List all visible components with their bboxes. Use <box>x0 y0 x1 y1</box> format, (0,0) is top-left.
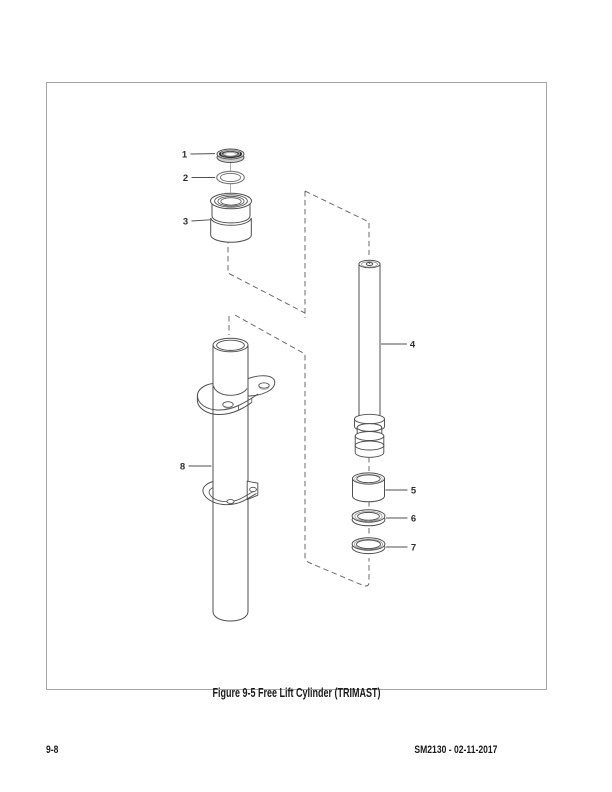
figure-border: 1 2 3 4 5 6 7 8 <box>46 82 547 690</box>
part-label-5: 5 <box>411 485 417 496</box>
dashed-assembly-lines <box>227 190 370 587</box>
part-label-2: 2 <box>183 173 188 184</box>
exploded-view-diagram: 1 2 3 4 5 6 7 8 <box>180 148 417 622</box>
part-label-3: 3 <box>183 216 188 227</box>
figure-caption: Figure 9-5 Free Lift Cylinder (TRIMAST) <box>212 686 381 700</box>
part-5-shape <box>352 472 385 503</box>
part-8-shape <box>196 337 276 622</box>
part-1-shape <box>216 148 245 163</box>
part-number-labels: 1 2 3 4 5 6 7 8 <box>180 149 417 553</box>
part-7-shape <box>351 537 386 555</box>
part-label-4: 4 <box>410 339 416 350</box>
part-6-shape <box>351 509 386 527</box>
part-4-shape <box>354 259 385 458</box>
part-label-8: 8 <box>180 461 185 472</box>
part-3-shape <box>210 192 252 243</box>
leader-lines <box>188 153 408 548</box>
part-2-shape <box>216 170 245 185</box>
footer-page-number: 9-8 <box>46 744 59 756</box>
footer-doc-reference: SM2130 - 02-11-2017 <box>413 744 497 756</box>
part-label-6: 6 <box>411 513 416 524</box>
part-label-1: 1 <box>182 149 188 160</box>
part-label-7: 7 <box>411 542 416 553</box>
